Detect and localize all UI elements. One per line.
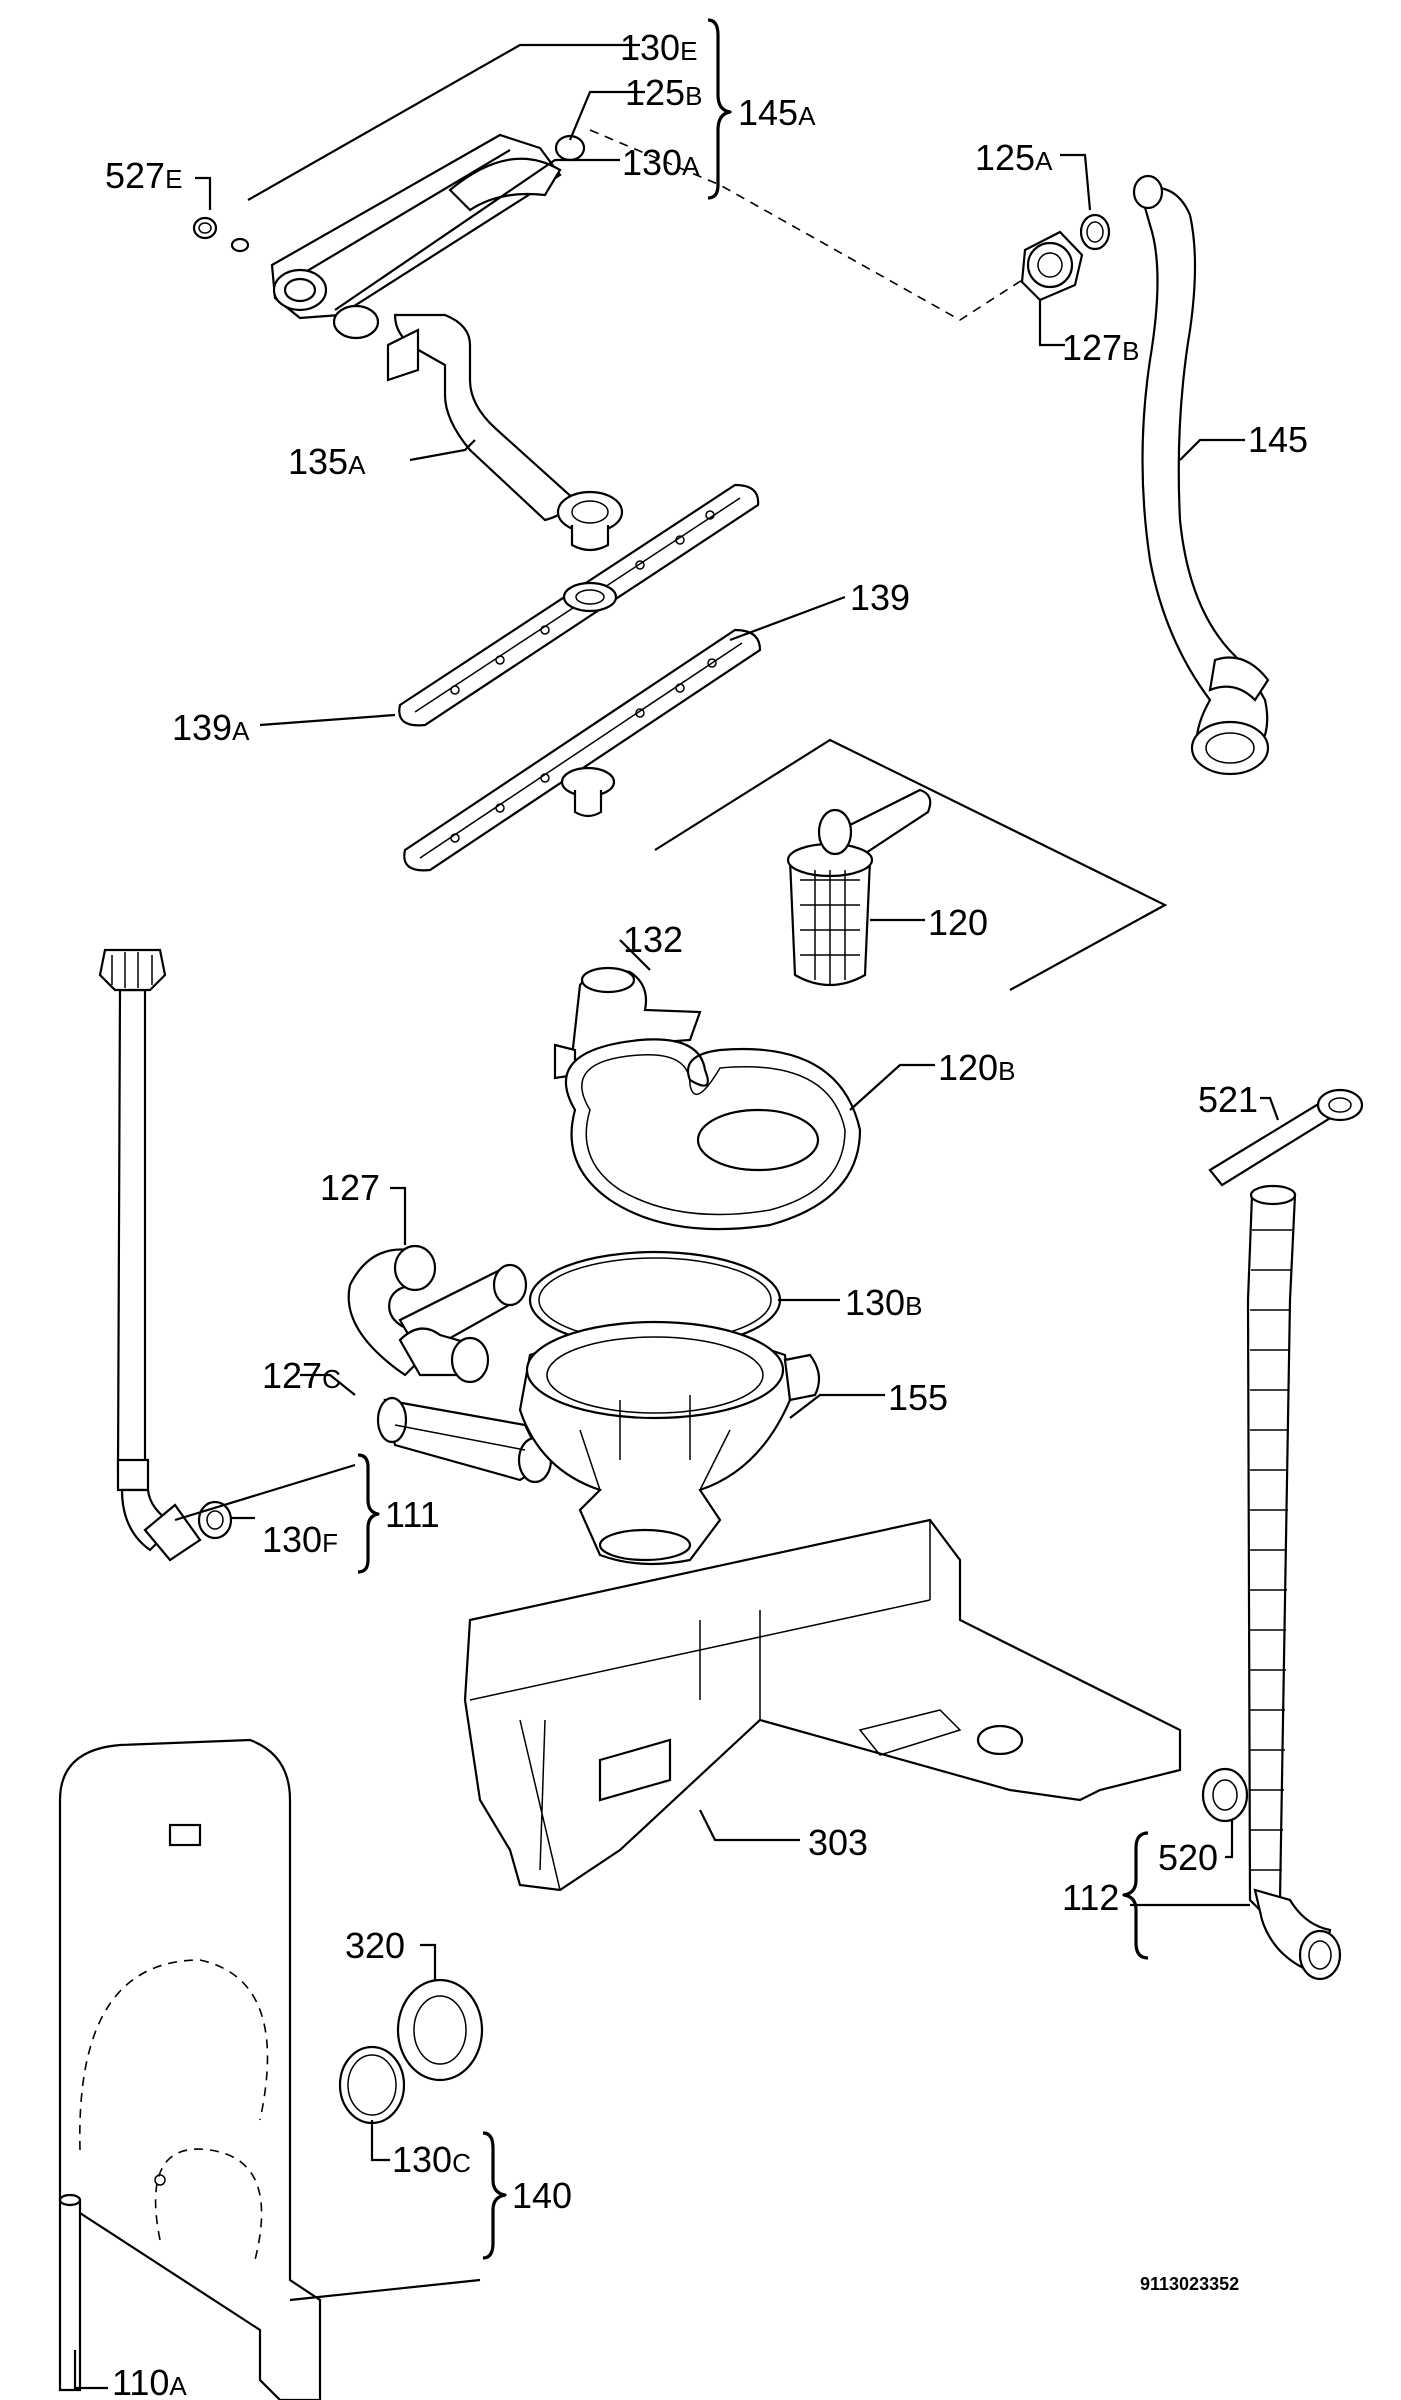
seal-ring-120b <box>564 1038 862 1231</box>
label-130f: 130F <box>262 1519 338 1560</box>
sump-155 <box>518 1320 821 1566</box>
document-number: 9113023352 <box>1140 2274 1239 2294</box>
label-130e: 130E <box>620 27 697 68</box>
label-139: 139 <box>850 577 910 618</box>
leader-lines <box>73 43 1280 2390</box>
filter-group-outline <box>654 738 1168 991</box>
alignment-dash-line <box>589 129 1031 321</box>
label-110a: 110A <box>112 2362 187 2400</box>
callout-labels: 130E 125B 145A 130A 527E 125A 127B 145 1… <box>105 27 1308 2400</box>
label-120b: 120B <box>938 1047 1015 1088</box>
filter-120 <box>786 788 932 986</box>
tube-110a <box>58 2193 82 2392</box>
label-135a: 135A <box>288 441 366 482</box>
label-155: 155 <box>888 1377 948 1418</box>
label-127b: 127B <box>1062 327 1139 368</box>
upper-spray-tube-145a <box>192 133 586 340</box>
inlet-hose-111 <box>98 948 202 1562</box>
spray-pipe-135a <box>386 313 624 552</box>
label-130b: 130B <box>845 1282 922 1323</box>
label-125a: 125A <box>975 137 1053 178</box>
label-127c: 127C <box>262 1355 341 1396</box>
spray-arm-139 <box>403 628 762 872</box>
label-112: 112 <box>1062 1877 1119 1918</box>
spray-arm-139a <box>398 483 760 727</box>
label-127: 127 <box>320 1167 380 1208</box>
label-111: 111 <box>385 1494 440 1535</box>
seal-520 <box>1201 1767 1249 1823</box>
label-130a: 130A <box>622 142 700 183</box>
fitting-127b-125a <box>1020 213 1111 302</box>
label-320: 320 <box>345 1925 405 1966</box>
seal-320 <box>396 1978 484 2082</box>
label-145a: 145A <box>738 92 816 133</box>
hose-127 <box>347 1244 528 1384</box>
braces <box>357 18 1149 2260</box>
label-303: 303 <box>808 1822 868 1863</box>
label-140: 140 <box>512 2175 572 2216</box>
label-120: 120 <box>928 902 988 943</box>
label-130c: 130C <box>392 2139 471 2180</box>
label-527e: 527E <box>105 155 182 196</box>
label-521: 521 <box>1198 1079 1258 1120</box>
base-frame-303 <box>463 1518 1182 1892</box>
connecting-pipe-145 <box>1132 174 1270 776</box>
label-125b: 125B <box>625 72 702 113</box>
label-139a: 139A <box>172 707 250 748</box>
ring-130c <box>338 2045 406 2125</box>
label-145: 145 <box>1248 419 1308 460</box>
clip-521 <box>1208 1088 1364 1187</box>
label-132: 132 <box>623 919 683 960</box>
side-panel-140 <box>58 1738 322 2400</box>
drain-hose-112 <box>1246 1184 1342 1981</box>
label-520: 520 <box>1158 1837 1218 1878</box>
